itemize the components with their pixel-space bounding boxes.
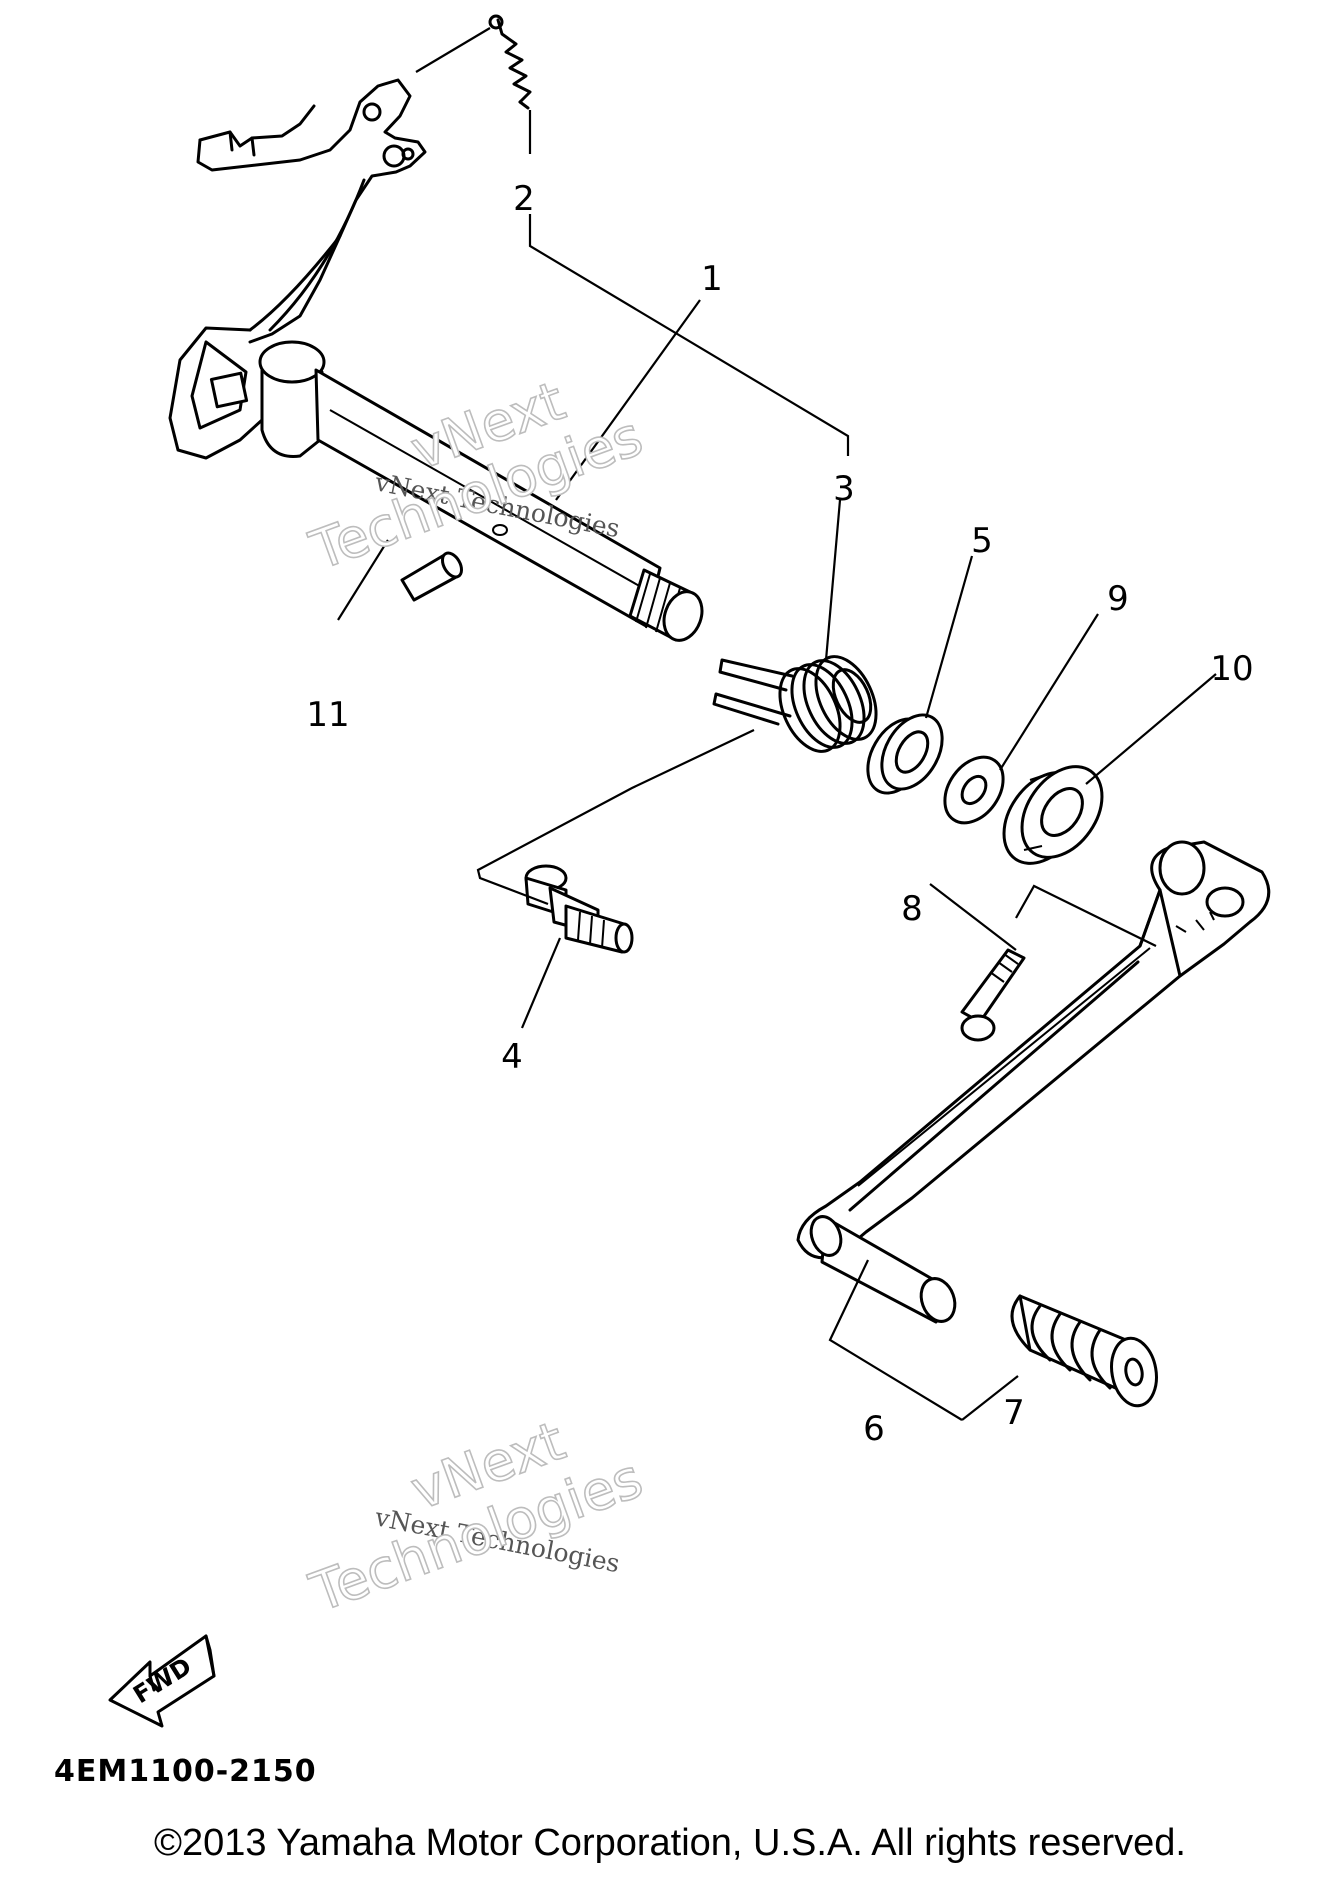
callout-6: 6 [863, 1409, 885, 1449]
copyright-notice: ©2013 Yamaha Motor Corporation, U.S.A. A… [154, 1822, 1186, 1864]
torsion-spring-part [712, 655, 878, 753]
callout-7: 7 [1003, 1393, 1025, 1433]
callout-2: 2 [513, 179, 535, 219]
bolt-part [960, 948, 1026, 1042]
bushing-part [866, 713, 944, 795]
oil-seal-part [1002, 765, 1104, 865]
washer-part [943, 755, 1005, 825]
watermark-lower: vNext Technologies vNext Technologies [301, 1408, 651, 1625]
fwd-arrow-icon: FWD [108, 1634, 216, 1728]
callout-11: 11 [306, 695, 349, 735]
callout-9: 9 [1107, 579, 1129, 619]
callout-3: 3 [833, 469, 855, 509]
callout-1: 1 [701, 259, 723, 299]
shift-pedal-part [796, 840, 1271, 1324]
callout-4: 4 [501, 1037, 523, 1077]
leader-lines [337, 27, 1217, 1421]
dowel-pin-part [400, 551, 463, 602]
callout-8: 8 [901, 889, 923, 929]
callout-5: 5 [971, 521, 993, 561]
diagram-code: 4EM1100-2150 [54, 1754, 317, 1789]
spring-part [488, 14, 532, 110]
shift-shaft-part [168, 78, 704, 642]
stud-bolt-part [524, 864, 634, 954]
callout-10: 10 [1210, 649, 1253, 689]
pedal-rubber-part [1010, 1294, 1158, 1408]
callout-labels: 1 2 3 4 5 6 7 8 9 10 11 [306, 179, 1253, 1449]
